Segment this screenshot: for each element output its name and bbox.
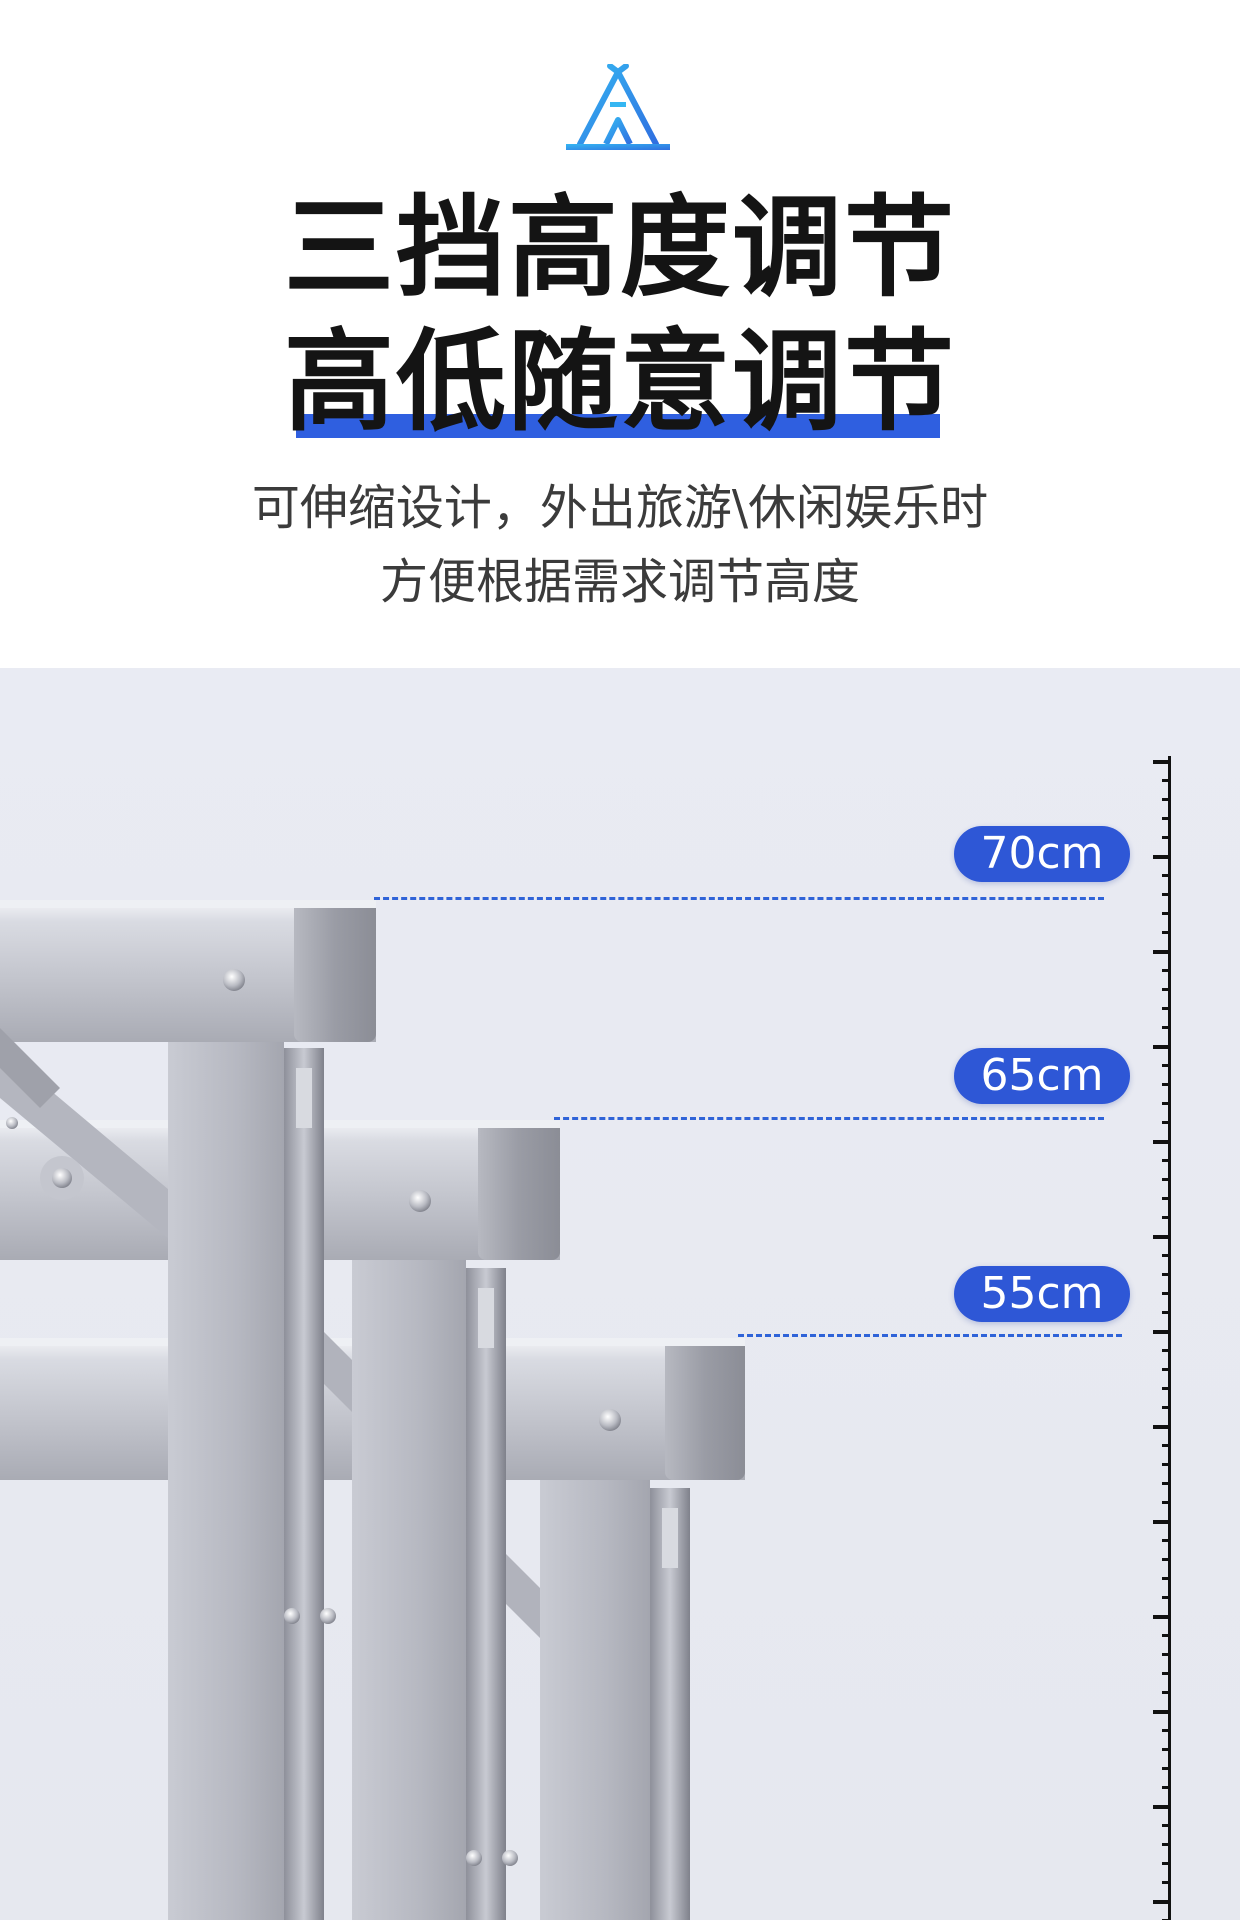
ruler-tick xyxy=(1162,1349,1171,1352)
ruler-tick xyxy=(1162,969,1171,972)
ruler-tick xyxy=(1162,1007,1171,1010)
height-badge-70: 70cm xyxy=(954,826,1130,882)
tables-illustration xyxy=(0,900,745,1920)
ruler-tick xyxy=(1153,1425,1171,1429)
ruler-tick xyxy=(1162,1083,1171,1086)
ruler-tick xyxy=(1162,1254,1171,1257)
ruler-tick xyxy=(1153,1805,1171,1809)
ruler-tick xyxy=(1162,1653,1171,1656)
ruler-tick xyxy=(1162,1159,1171,1162)
ruler-tick xyxy=(1162,1672,1171,1675)
ruler-tick xyxy=(1162,931,1171,934)
ruler-tick xyxy=(1162,1691,1171,1694)
ruler-tick xyxy=(1153,1330,1171,1334)
ruler-tick xyxy=(1162,1102,1171,1105)
ruler-tick xyxy=(1153,1615,1171,1619)
ruler-tick xyxy=(1162,1558,1171,1561)
height-badge-65: 65cm xyxy=(954,1048,1130,1104)
ruler-tick xyxy=(1162,1729,1171,1732)
ruler-tick xyxy=(1162,1501,1171,1504)
height-guide-70 xyxy=(374,897,1104,900)
height-comparison-scene: 70cm 65cm 55cm xyxy=(0,668,1240,1920)
ruler-tick xyxy=(1162,1026,1171,1029)
ruler-tick xyxy=(1153,1710,1171,1714)
ruler-tick xyxy=(1162,1748,1171,1751)
height-guide-65 xyxy=(554,1117,1104,1120)
ruler-tick xyxy=(1162,1368,1171,1371)
ruler-tick xyxy=(1153,1235,1171,1239)
ruler-tick xyxy=(1153,760,1171,764)
ruler-tick xyxy=(1162,817,1171,820)
page-title-line-2: 高低随意调节 xyxy=(284,318,956,446)
ruler-tick xyxy=(1162,1482,1171,1485)
title-highlight-bar xyxy=(296,414,940,438)
ruler-tick xyxy=(1162,893,1171,896)
ruler-tick xyxy=(1162,1387,1171,1390)
ruler-tick xyxy=(1162,1216,1171,1219)
ruler-tick xyxy=(1153,1045,1171,1049)
height-badge-55: 55cm xyxy=(954,1266,1130,1322)
ruler-tick xyxy=(1153,1140,1171,1144)
ruler-tick xyxy=(1153,1900,1171,1904)
ruler-tick xyxy=(1162,1463,1171,1466)
ruler-tick xyxy=(1162,1634,1171,1637)
ruler-tick xyxy=(1162,1767,1171,1770)
table-high xyxy=(0,900,376,1920)
ruler-tick xyxy=(1162,1064,1171,1067)
ruler-tick xyxy=(1162,1577,1171,1580)
ruler-tick xyxy=(1153,855,1171,859)
ruler-tick xyxy=(1162,1273,1171,1276)
ruler-spine xyxy=(1168,756,1171,1920)
ruler-tick xyxy=(1162,1786,1171,1789)
header-section: 三挡高度调节 高低随意调节 可伸缩设计，外出旅游\休闲娱乐时 方便根据需求调节高… xyxy=(0,0,1240,668)
ruler-tick xyxy=(1162,912,1171,915)
ruler-tick xyxy=(1162,779,1171,782)
subtitle-line-1: 可伸缩设计，外出旅游\休闲娱乐时 xyxy=(251,480,989,536)
ruler-tick xyxy=(1162,1596,1171,1599)
ruler-tick xyxy=(1162,798,1171,801)
ruler-tick xyxy=(1162,1121,1171,1124)
ruler-tick xyxy=(1162,874,1171,877)
ruler-tick xyxy=(1162,1843,1171,1846)
measuring-ruler xyxy=(1153,756,1171,1920)
ruler-tick xyxy=(1153,950,1171,954)
page-title-line-1: 三挡高度调节 xyxy=(284,184,956,312)
ruler-tick xyxy=(1162,1178,1171,1181)
tent-icon xyxy=(566,64,670,150)
height-guide-55 xyxy=(738,1334,1122,1337)
ruler-tick xyxy=(1162,988,1171,991)
ruler-tick xyxy=(1162,1824,1171,1827)
ruler-tick xyxy=(1162,1862,1171,1865)
ruler-tick xyxy=(1162,1444,1171,1447)
ruler-tick xyxy=(1162,1197,1171,1200)
ruler-tick xyxy=(1162,1881,1171,1884)
ruler-tick xyxy=(1162,1406,1171,1409)
subtitle-line-2: 方便根据需求调节高度 xyxy=(379,554,860,610)
ruler-tick xyxy=(1153,1520,1171,1524)
ruler-tick xyxy=(1162,1539,1171,1542)
ruler-tick xyxy=(1162,1311,1171,1314)
ruler-tick xyxy=(1162,1292,1171,1295)
ruler-tick xyxy=(1162,836,1171,839)
